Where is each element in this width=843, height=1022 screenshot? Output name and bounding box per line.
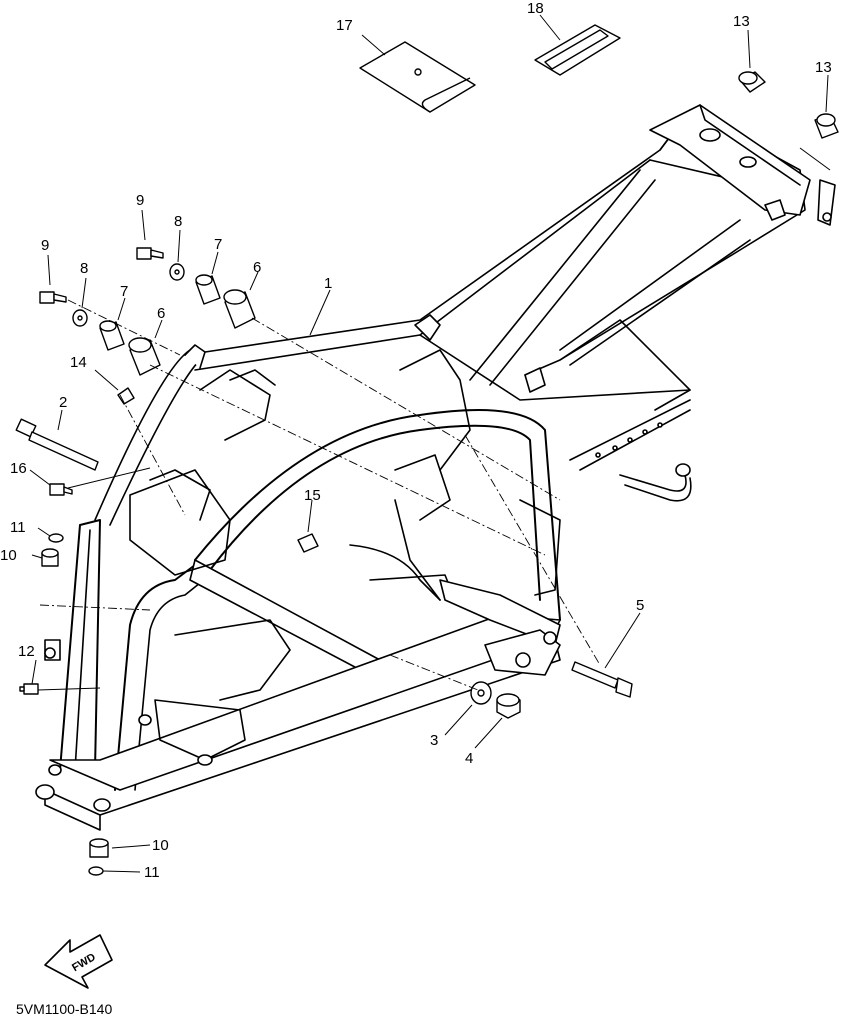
part-18-bracket	[534, 24, 621, 76]
callout-3: 3	[430, 732, 438, 749]
part-14-clip	[117, 387, 135, 405]
callout-6a: 6	[253, 259, 261, 276]
part-5-bolt	[571, 661, 633, 698]
callout-17: 17	[336, 17, 353, 34]
leader-lines	[29, 14, 831, 873]
callout-15: 15	[304, 487, 321, 504]
part-2-long-bolt	[15, 418, 99, 471]
part-16-bolt	[49, 483, 73, 496]
callout-8a: 8	[174, 213, 182, 230]
callout-10b: 10	[152, 837, 169, 854]
loose-parts	[15, 24, 839, 876]
part-9-bolt-a	[136, 247, 164, 260]
callout-13b: 13	[815, 59, 832, 76]
part-9-bolt-b	[39, 291, 67, 304]
part-15-label	[297, 533, 319, 553]
part-17-pad	[359, 41, 476, 113]
callout-1: 1	[324, 275, 332, 292]
callout-18: 18	[527, 0, 544, 17]
callout-9b: 9	[41, 237, 49, 254]
callout-9a: 9	[136, 192, 144, 209]
callout-12: 12	[18, 643, 35, 660]
callout-10a: 10	[0, 547, 17, 564]
callout-7a: 7	[214, 236, 222, 253]
callout-6b: 6	[157, 305, 165, 322]
diagram-code: 5VM1100-B140	[16, 1001, 112, 1017]
callout-4: 4	[465, 750, 473, 767]
callout-7b: 7	[120, 283, 128, 300]
callout-8b: 8	[80, 260, 88, 277]
fwd-arrow: FWD	[44, 934, 113, 989]
part-11-oring-a	[48, 533, 64, 543]
part-12-nipple	[19, 683, 39, 695]
part-11-oring-b	[88, 866, 104, 876]
fwd-arrow-icon	[44, 934, 113, 989]
callout-11b: 11	[144, 864, 160, 881]
main-frame	[35, 104, 836, 831]
callout-13a: 13	[733, 13, 750, 30]
alignment-lines	[39, 299, 601, 691]
callouts: 1 2 3 4 5 6 6 7 7 8 8 9 9 10 10 11 11 12…	[0, 0, 832, 881]
callout-2: 2	[59, 394, 67, 411]
callout-14: 14	[70, 354, 87, 371]
callout-16: 16	[10, 460, 27, 477]
callout-11a: 11	[10, 519, 26, 536]
callout-5: 5	[636, 597, 644, 614]
